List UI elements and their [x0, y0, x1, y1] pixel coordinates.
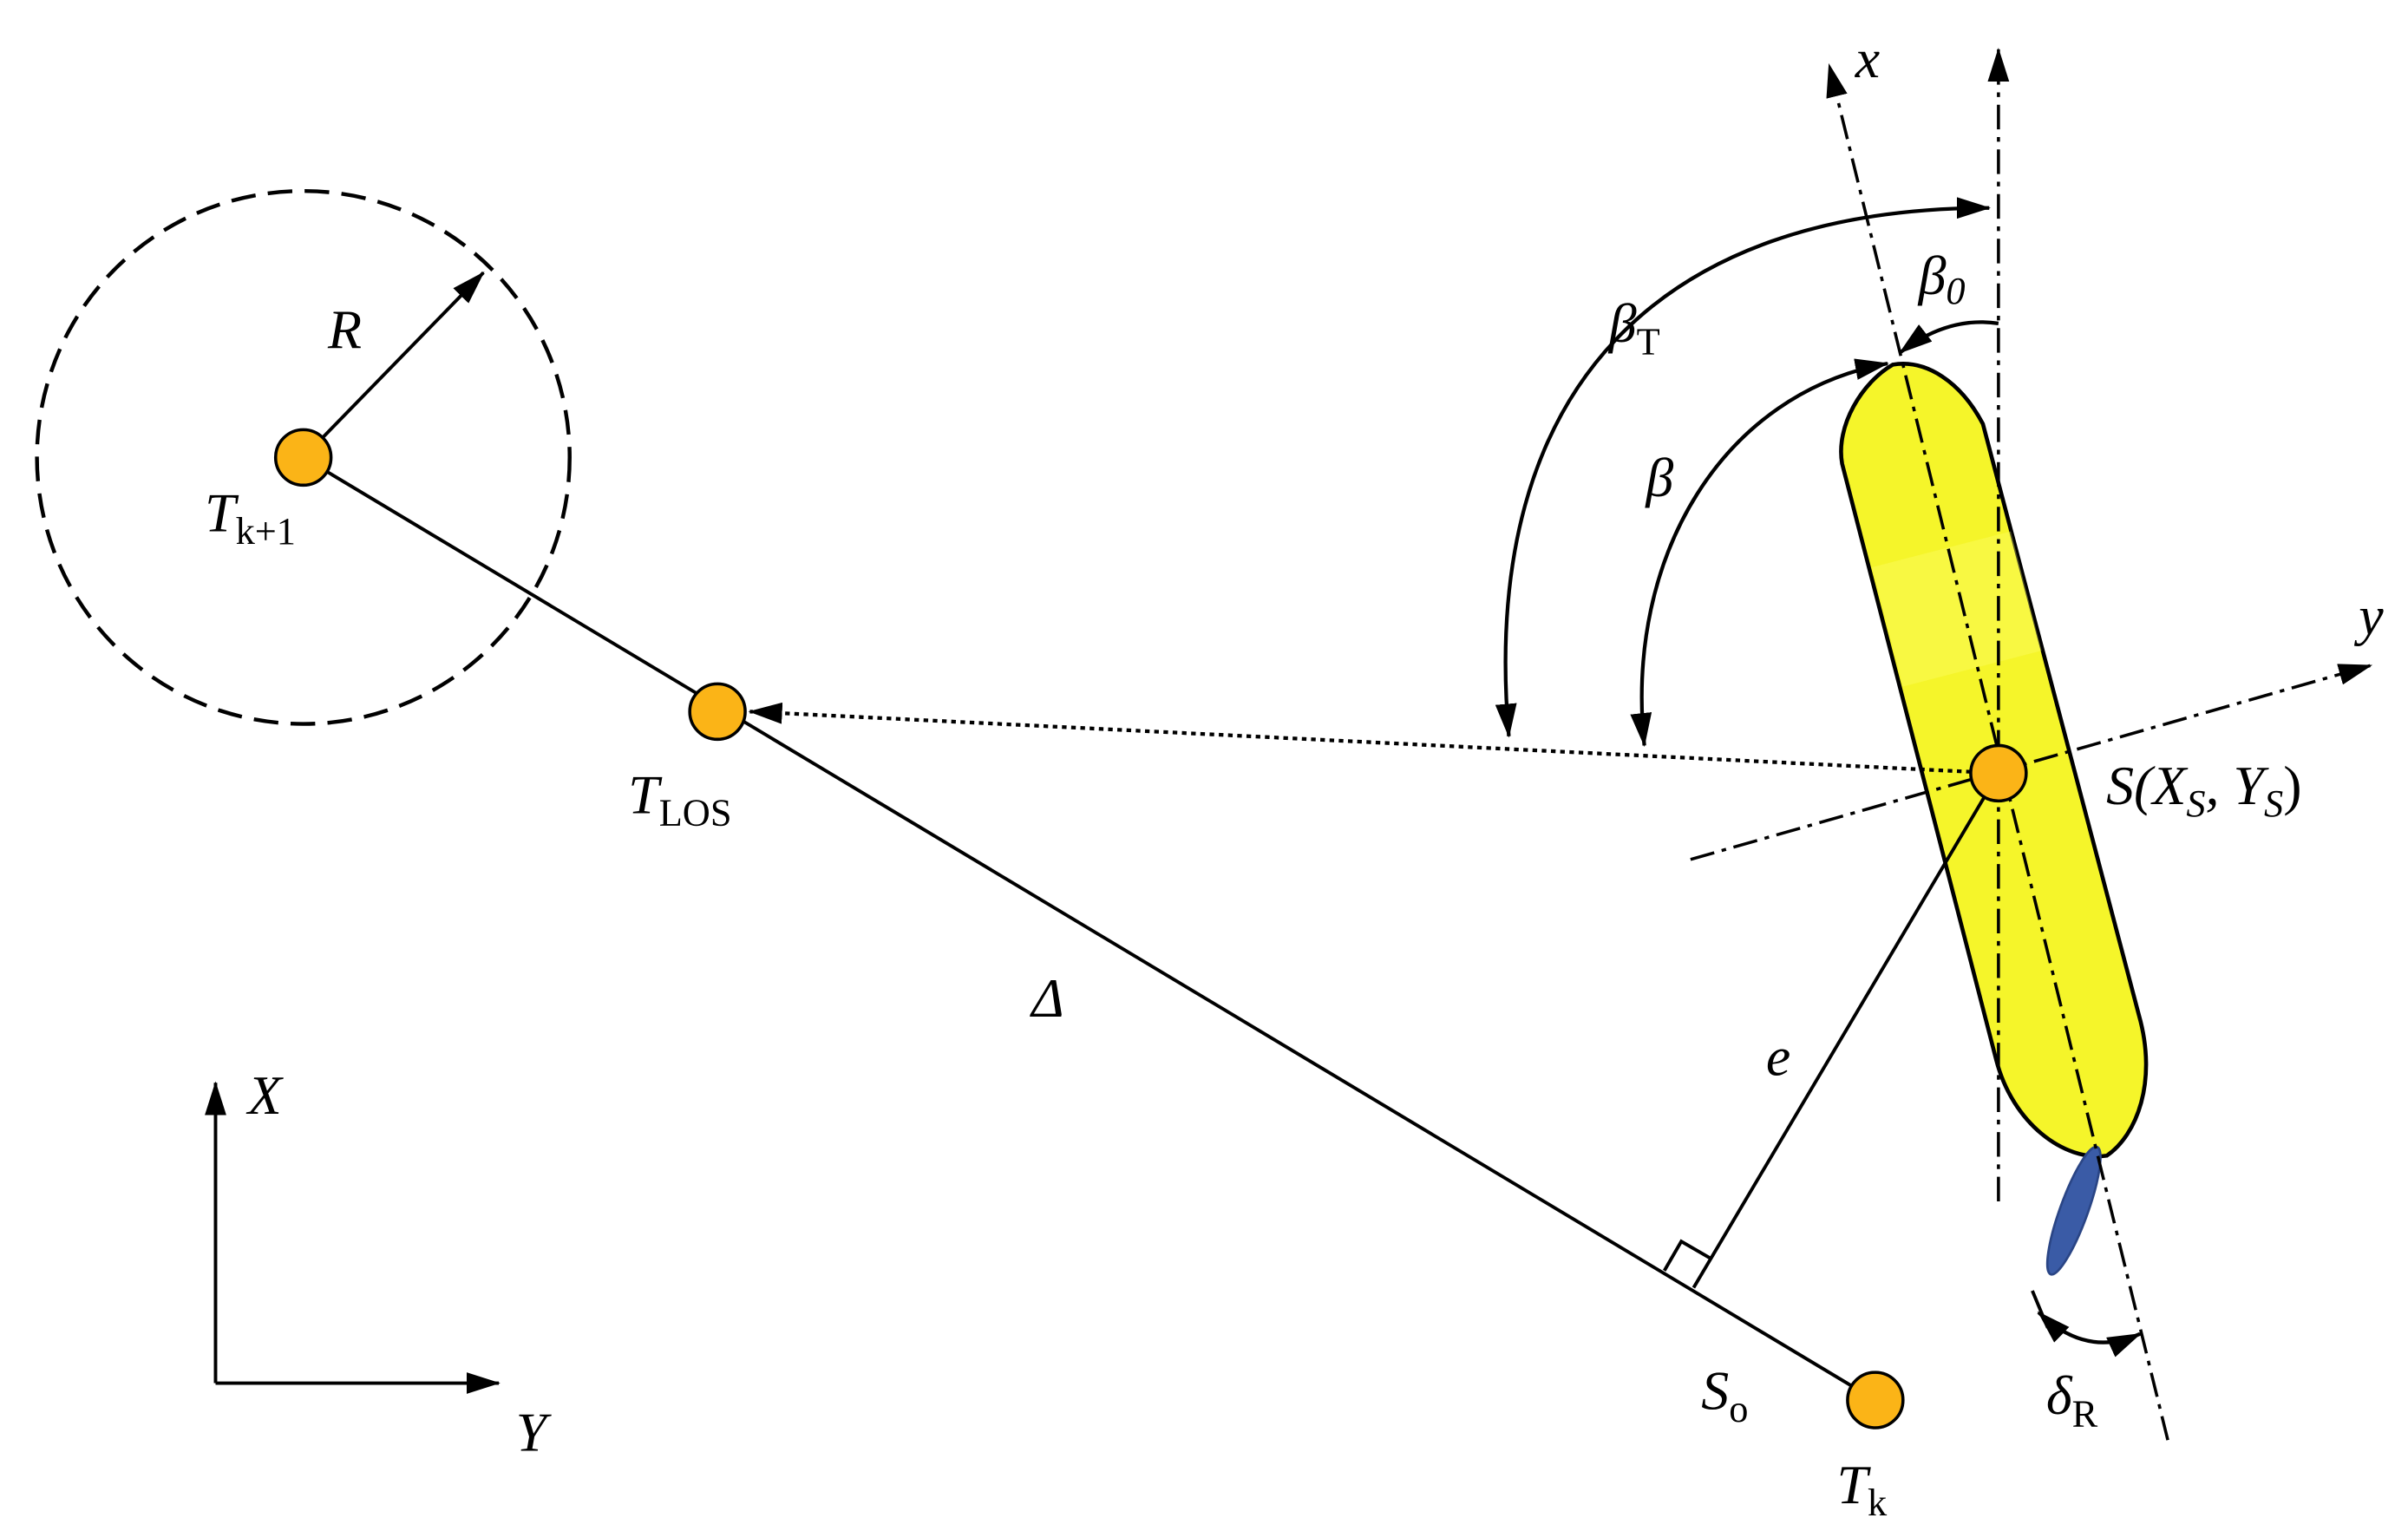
cross-track-error-line: [1691, 772, 2000, 1289]
waypoint-next-point: [273, 428, 333, 487]
los-point-label-main: T: [628, 764, 663, 826]
rudder-angle-label-sub: R: [2072, 1391, 2098, 1435]
rudder-angle-label-main: δ: [2046, 1364, 2073, 1426]
waypoint-next-label-main: T: [205, 482, 239, 544]
acceptance-circle: [35, 188, 572, 726]
rudder-angle-arc: [2037, 1311, 2142, 1358]
ship-position-label-sub1: S: [2186, 782, 2205, 825]
ship-position-label-sub2: S: [2264, 782, 2283, 825]
right-angle-marker: [1663, 1239, 1711, 1272]
earth-y-axis-label: Y: [516, 1402, 553, 1463]
beta-0-label-sub: 0: [1946, 269, 1965, 312]
beta-t-label-sub: T: [1637, 319, 1660, 363]
body-y-axis-line: [1690, 664, 2373, 861]
waypoint-current-label-sub: k: [1868, 1481, 1888, 1524]
ship-position-label-part2: , Y: [2206, 755, 2270, 816]
radius-label: R: [327, 298, 362, 360]
beta-0-label-main: β: [1917, 245, 1947, 306]
projection-point-label-main: S: [1701, 1360, 1729, 1422]
beta-arc: [1630, 358, 1889, 748]
waypoint-current-point: [1846, 1371, 1905, 1430]
rudder-angle-label: δR: [2046, 1364, 2098, 1435]
ship-position-label-part1: S(X: [2106, 755, 2189, 816]
beta-t-label-main: β: [1607, 292, 1637, 354]
lookahead-distance-label: Δ: [1029, 967, 1064, 1029]
ship-position-label: S(XS, YS): [2106, 755, 2301, 825]
los-point-label-sub: LOS: [659, 791, 732, 834]
body-y-axis-label: y: [2353, 586, 2384, 647]
waypoint-current-label: Tk: [1836, 1454, 1888, 1524]
beta-t-label: βT: [1607, 292, 1660, 363]
radius-arrow: [302, 271, 485, 459]
path-segment-line: [302, 455, 1876, 1402]
beta-label: β: [1644, 447, 1673, 508]
rudder-direction-line: [2031, 1290, 2050, 1329]
beta-0-label: β0: [1917, 245, 1966, 312]
projection-point-label-sub: o: [1729, 1387, 1748, 1430]
beta-0-arc: [1898, 320, 1999, 355]
los-point: [688, 682, 747, 742]
waypoint-current-label-main: T: [1836, 1454, 1871, 1515]
line-of-sight-dotted: [748, 702, 1999, 775]
waypoint-next-label-sub: k+1: [236, 509, 296, 553]
ship-position-label-part3: ): [2283, 755, 2301, 816]
earth-x-axis-label: X: [245, 1064, 285, 1126]
waypoint-next-label: Tk+1: [205, 482, 296, 553]
body-x-axis-label: x: [1855, 28, 1880, 89]
los-point-label: TLOS: [628, 764, 731, 834]
ship-position-point: [1969, 743, 2028, 803]
cross-track-error-label: e: [1766, 1025, 1790, 1087]
projection-point-label: So: [1701, 1360, 1748, 1430]
beta-t-arc: [1495, 197, 1991, 738]
